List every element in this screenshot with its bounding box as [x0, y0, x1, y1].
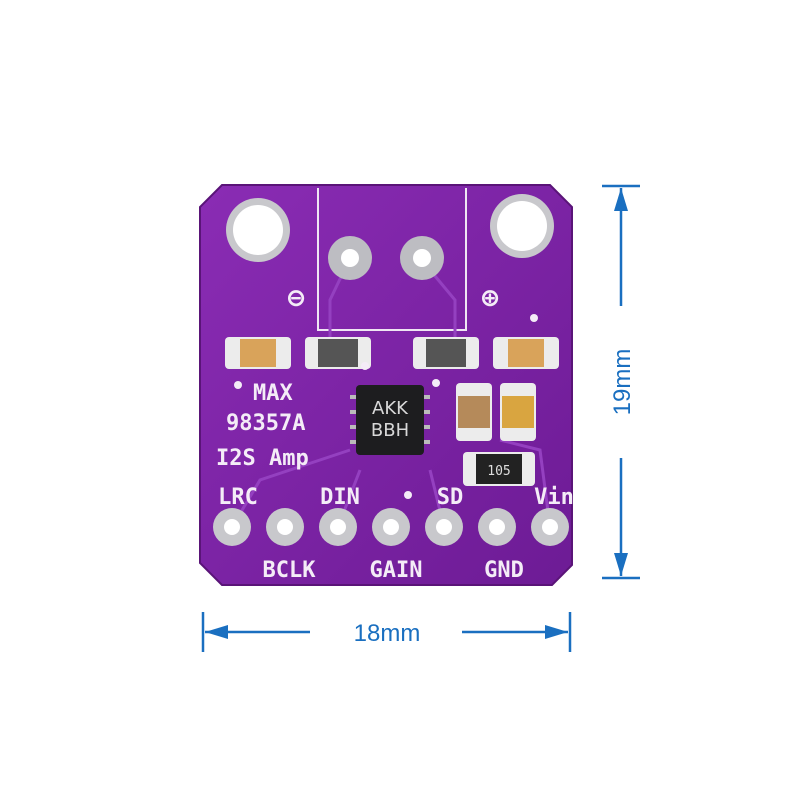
pin-label-vin: Vin	[534, 485, 574, 510]
pin-label-gain: GAIN	[370, 558, 423, 583]
pin-label-din: DIN	[320, 485, 360, 510]
silk-i2s-amp: I2S Amp	[216, 446, 309, 471]
minus-symbol: ⊖	[288, 281, 305, 314]
pin-label-gnd: GND	[484, 558, 524, 583]
width-dimension	[201, 612, 572, 652]
speaker-outline	[317, 188, 467, 331]
resistor-marking: 105	[487, 464, 510, 479]
plus-symbol: ⊕	[482, 281, 499, 314]
height-label: 19mm	[609, 349, 636, 416]
amplifier-chip	[356, 385, 424, 455]
smd-components	[225, 337, 559, 486]
pin-label-bclk: BCLK	[263, 558, 317, 583]
chip-marking-line2: BBH	[371, 420, 409, 441]
header-pins	[213, 508, 569, 546]
width-label: 18mm	[354, 620, 421, 647]
pin-label-lrc: LRC	[218, 485, 258, 510]
silk-part-number: 98357A	[226, 411, 305, 436]
pin-label-sd: SD	[437, 485, 464, 510]
chip-marking-line1: AKK	[372, 398, 409, 419]
height-dimension	[602, 184, 640, 580]
silk-max: MAX	[253, 381, 293, 406]
